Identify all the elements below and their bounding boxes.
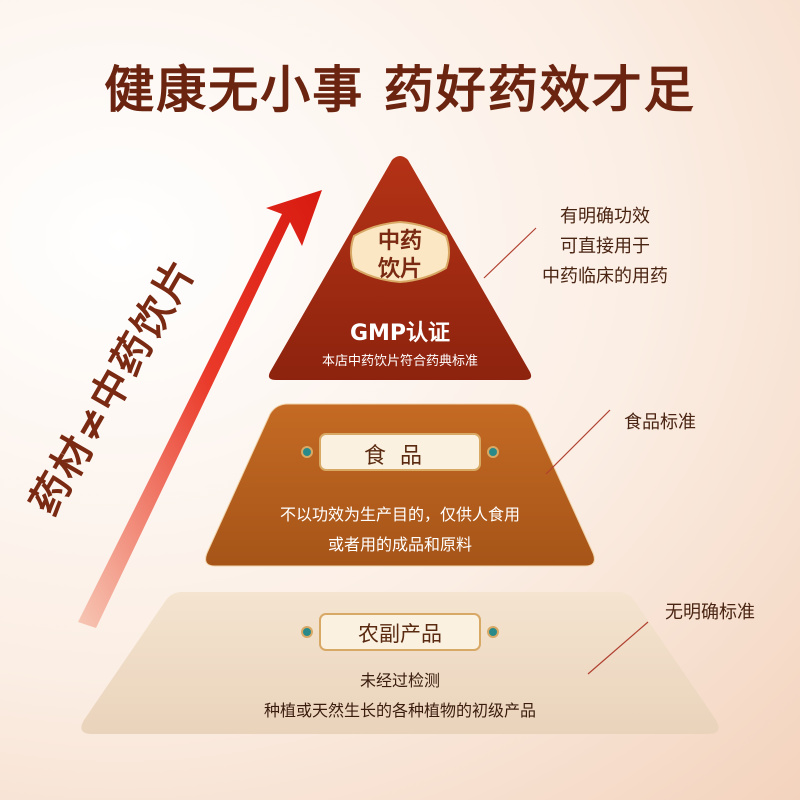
badge-frame-top xyxy=(350,220,450,284)
badge-line2: 饮片 xyxy=(377,257,422,282)
pyramid-tier-middle xyxy=(205,403,595,567)
middle-desc-line2: 或者用的成品和原料 xyxy=(327,535,472,554)
badge-label-middle: 食品 xyxy=(363,444,436,469)
pyramid-tier-bottom xyxy=(81,592,719,734)
badge-label-top: 中药 饮片 xyxy=(340,228,460,284)
badge-frame-bottom xyxy=(301,613,499,651)
red-arrow xyxy=(78,190,322,628)
leader-line-top xyxy=(483,227,537,279)
badge-label-bottom: 农副产品 xyxy=(358,622,442,646)
gmp-subtext: 本店中药饮片符合药典标准 xyxy=(321,354,478,369)
bottom-description: 未经过检测 种植或天然生长的各种植物的初级产品 xyxy=(190,666,610,726)
note-top-line: 有明确功效 xyxy=(560,206,650,227)
leader-line-middle xyxy=(545,409,611,475)
middle-description: 不以功效为生产目的，仅供人食用 或者用的成品和原料 xyxy=(220,500,580,560)
badge-frame-middle xyxy=(301,433,499,471)
middle-desc-line1: 不以功效为生产目的，仅供人食用 xyxy=(279,505,520,524)
badge-line1: 中药 xyxy=(377,229,422,254)
note-top-line: 可直接用于 xyxy=(560,236,650,257)
page-title: 健康无小事 药好药效才足 xyxy=(104,61,696,119)
note-top-line: 中药临床的用药 xyxy=(542,266,668,287)
note-bottom: 无明确标准 xyxy=(665,602,755,623)
gmp-heading: GMP认证 xyxy=(349,321,451,346)
bottom-desc-line2: 种植或天然生长的各种植物的初级产品 xyxy=(263,701,536,720)
note-top: 有明确功效 可直接用于 中药临床的用药 xyxy=(520,202,690,292)
bottom-desc-line1: 未经过检测 xyxy=(359,671,440,690)
note-middle: 食品标准 xyxy=(624,412,696,433)
leader-line-bottom xyxy=(587,621,649,675)
